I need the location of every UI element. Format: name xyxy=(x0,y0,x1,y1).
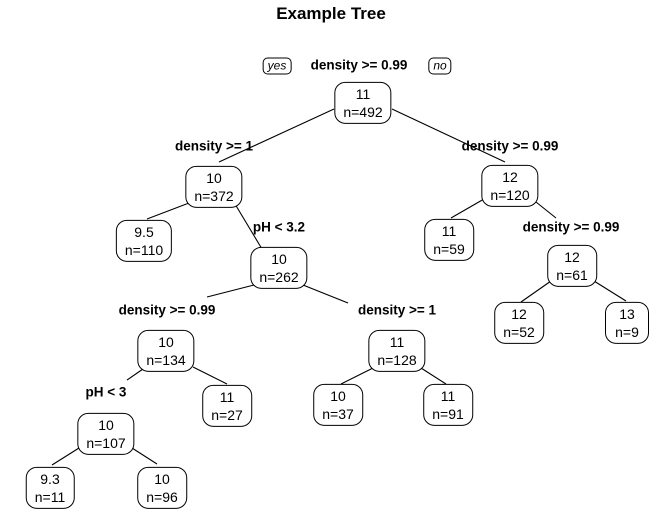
node-count: n=372 xyxy=(194,188,234,204)
branch-line xyxy=(420,367,447,385)
node-value: 11 xyxy=(441,222,457,239)
node-value: 11 xyxy=(389,333,405,350)
branch-line xyxy=(302,284,349,304)
node-count: n=120 xyxy=(490,187,530,203)
split-label: density >= 1 xyxy=(174,138,254,154)
tree-node: 9.3 n=11 xyxy=(25,466,75,510)
branch-line xyxy=(535,201,557,219)
tree-node: 10 n=262 xyxy=(250,246,308,290)
tree-node: 11 n=492 xyxy=(334,81,392,125)
node-value: 9.3 xyxy=(40,470,60,487)
tree-node: 11 n=27 xyxy=(202,384,252,428)
branch-line xyxy=(593,280,627,302)
node-count: n=492 xyxy=(343,104,383,120)
node-value: 10 xyxy=(330,387,346,404)
node-count: n=262 xyxy=(259,269,299,285)
branch-line xyxy=(146,202,190,220)
node-value: 11 xyxy=(440,387,456,404)
node-count: n=9 xyxy=(615,324,639,340)
branch-line xyxy=(51,447,80,466)
node-count: n=91 xyxy=(432,406,464,422)
split-label: density >= 0.99 xyxy=(461,138,559,154)
branch-line xyxy=(234,203,263,250)
node-value: 10 xyxy=(154,470,170,487)
split-label: density >= 1 xyxy=(357,302,437,318)
branch-line xyxy=(340,367,374,385)
branch-line xyxy=(192,366,228,385)
node-value: 9.5 xyxy=(134,223,154,240)
node-count: n=96 xyxy=(146,489,178,505)
node-count: n=27 xyxy=(211,407,243,423)
node-value: 12 xyxy=(511,305,527,322)
branch-line xyxy=(126,368,144,381)
node-value: 11 xyxy=(355,85,371,102)
tree-node: 12 n=52 xyxy=(494,301,544,345)
node-value: 12 xyxy=(502,168,518,185)
branch-line xyxy=(520,280,552,303)
split-label: density >= 0.99 xyxy=(118,302,216,318)
node-count: n=11 xyxy=(34,489,66,505)
split-label: density >= 0.99 xyxy=(310,57,408,73)
tree-node: 10 n=107 xyxy=(77,412,135,456)
tree-node: 10 n=372 xyxy=(185,165,243,209)
no-branch-label: no xyxy=(428,57,452,75)
tree-node: 11 n=91 xyxy=(423,383,473,427)
node-value: 10 xyxy=(206,169,222,186)
tree-node: 12 n=120 xyxy=(481,164,539,208)
node-count: n=59 xyxy=(433,241,465,257)
node-value: 11 xyxy=(219,388,235,405)
branch-line xyxy=(131,447,158,465)
plot-title: Example Tree xyxy=(276,4,386,23)
branch-line xyxy=(206,284,255,298)
node-count: n=52 xyxy=(503,324,535,340)
tree-node: 9.5 n=110 xyxy=(115,219,173,263)
node-value: 13 xyxy=(619,305,635,322)
tree-node: 12 n=61 xyxy=(547,244,597,288)
node-count: n=61 xyxy=(556,267,588,283)
node-count: n=128 xyxy=(377,352,417,368)
branch-line xyxy=(391,108,506,163)
node-value: 12 xyxy=(564,248,580,265)
split-label: pH < 3 xyxy=(85,384,127,400)
node-value: 10 xyxy=(158,333,174,350)
branch-line xyxy=(450,198,485,219)
split-label: pH < 3.2 xyxy=(252,219,306,235)
yes-branch-label: yes xyxy=(262,57,292,75)
node-count: n=107 xyxy=(86,435,126,451)
split-label: density >= 0.99 xyxy=(522,219,620,235)
tree-node: 11 n=128 xyxy=(368,329,426,373)
node-count: n=37 xyxy=(322,406,354,422)
node-count: n=134 xyxy=(146,352,186,368)
tree-node: 10 n=134 xyxy=(137,329,195,373)
node-value: 10 xyxy=(98,416,114,433)
branch-line xyxy=(218,108,335,163)
tree-node: 11 n=59 xyxy=(424,218,474,262)
node-value: 10 xyxy=(271,250,287,267)
tree-node: 10 n=96 xyxy=(137,466,187,510)
tree-node: 13 n=9 xyxy=(605,301,649,345)
tree-node: 10 n=37 xyxy=(313,383,363,427)
node-count: n=110 xyxy=(124,242,164,258)
